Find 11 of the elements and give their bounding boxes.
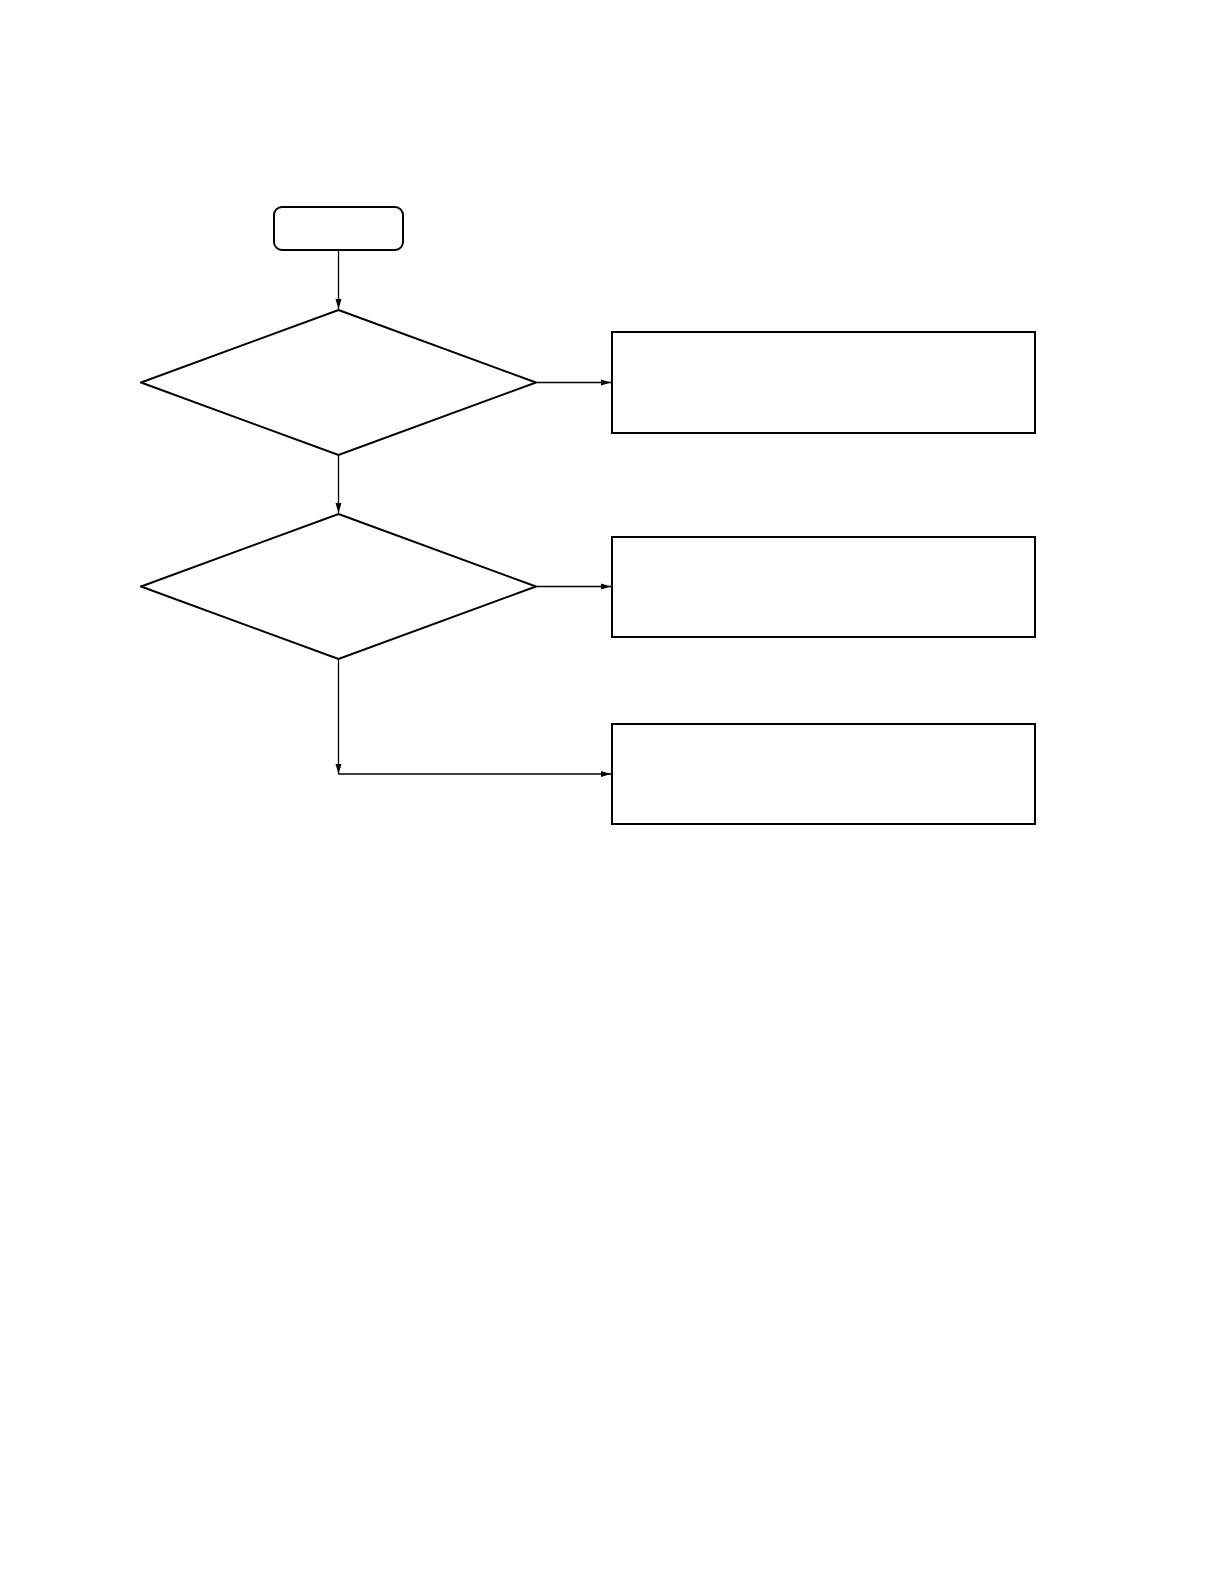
arrow bbox=[335, 455, 342, 514]
process-box bbox=[611, 331, 1036, 434]
arrow bbox=[335, 659, 612, 777]
arrow bbox=[536, 583, 612, 590]
arrow bbox=[335, 250, 342, 310]
process-box bbox=[611, 536, 1036, 638]
terminal-box bbox=[273, 206, 404, 251]
decision-diamond bbox=[140, 309, 537, 456]
arrow bbox=[536, 379, 612, 386]
decision-diamond bbox=[140, 513, 537, 660]
process-box bbox=[611, 723, 1036, 825]
